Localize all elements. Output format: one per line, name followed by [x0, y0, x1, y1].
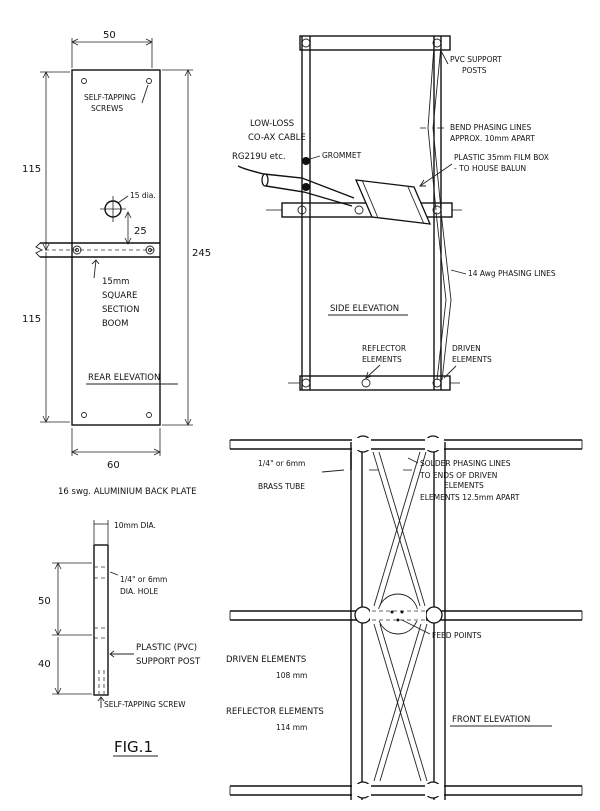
film-box-label-2: - TO HOUSE BALUN: [454, 164, 526, 173]
boom-bolt-icon: [145, 245, 155, 255]
back-plate: [71, 69, 161, 426]
brass-tube-label-2: BRASS TUBE: [258, 482, 305, 491]
feed-point-icon: [390, 610, 394, 614]
dim-115-bottom: 115: [22, 314, 41, 325]
reflector-label-2: ELEMENTS: [362, 355, 402, 364]
driven-label-1: DRIVEN: [452, 344, 481, 353]
driven-label-2: ELEMENTS: [452, 355, 492, 364]
reflector-label-1: REFLECTOR: [362, 344, 406, 353]
post-dia-label: 10mm DIA.: [114, 521, 156, 530]
support-post-detail: 10mm DIA. 1/4" or 6mm DIA. HOLE 50 40 PL…: [38, 520, 201, 757]
dim-245: 245: [192, 248, 211, 259]
dim-115-top: 115: [22, 164, 41, 175]
coax-label-2: CO-AX CABLE: [248, 133, 306, 143]
pvc-post: [93, 544, 109, 696]
feed-points-label: FEED POINTS: [432, 631, 482, 640]
post-screw-label: SELF-TAPPING SCREW: [104, 700, 186, 709]
screw-hole-icon: [146, 78, 152, 84]
front-elevation: 1/4" or 6mm BRASS TUBE SOLDER PHASING LI…: [226, 435, 583, 800]
post-label-1: PLASTIC (PVC): [136, 643, 197, 653]
solder-label-2: TO ENDS OF DRIVEN: [419, 471, 497, 480]
phasing-lines-label: 14 Awg PHASING LINES: [468, 269, 556, 278]
bend-label-1: BEND PHASING LINES: [450, 123, 531, 132]
dim-25: 25: [134, 226, 147, 237]
boom-label-1: 15mm: [102, 277, 129, 287]
self-tapping-label-2: SCREWS: [91, 104, 123, 113]
feed-point-icon: [400, 610, 404, 614]
coax-cable: [237, 165, 355, 199]
plate-caption: 16 swg. ALUMINIUM BACK PLATE: [58, 487, 197, 497]
bend-label-2: APPROX. 10mm APART: [450, 134, 535, 143]
side-elevation: PVC SUPPORT POSTS BEND PHASING LINES APP…: [232, 35, 556, 391]
boom-bolt-icon: [72, 245, 82, 255]
rear-width-bottom: 60: [107, 460, 120, 471]
screw-hole-icon: [146, 412, 152, 418]
elements-apart-label: ELEMENTS 12.5mm APART: [420, 493, 520, 502]
boom-label-2: SQUARE: [102, 291, 137, 301]
rear-elevation: 50 SELF-TAPPING SCREWS 115 115 245 1: [22, 30, 211, 497]
grommet-icon: [302, 157, 310, 165]
post-label-2: SUPPORT POST: [136, 657, 201, 667]
rear-width-top: 50: [103, 30, 116, 41]
pvc-posts-label-1: PVC SUPPORT: [450, 55, 502, 64]
post-dim-40: 40: [38, 659, 51, 670]
front-elevation-title: FRONT ELEVATION: [452, 715, 530, 725]
boom-label-3: SECTION: [102, 305, 139, 315]
driven-elements-label: DRIVEN ELEMENTS: [226, 655, 306, 665]
grommet-label: GROMMET: [322, 151, 362, 160]
reflector-elements-label: REFLECTOR ELEMENTS: [226, 707, 324, 717]
post-hole-label-1: 1/4" or 6mm: [120, 575, 167, 584]
driven-elements-length: 108 mm: [276, 671, 307, 680]
boom-label-4: BOOM: [102, 319, 128, 329]
film-box-label-1: PLASTIC 35mm FILM BOX: [454, 153, 549, 162]
pvc-posts-label-2: POSTS: [462, 66, 487, 75]
post-dim-50: 50: [38, 596, 51, 607]
figure-label: FIG.1: [114, 738, 153, 756]
coax-label-3: RG219U etc.: [232, 152, 286, 162]
brass-tube-label-1: 1/4" or 6mm: [258, 459, 305, 468]
solder-label-1: SOLDER PHASING LINES: [420, 459, 511, 468]
side-elevation-title: SIDE ELEVATION: [330, 304, 399, 314]
pvc-post-top: [299, 35, 451, 51]
post-hole-label-2: DIA. HOLE: [120, 587, 158, 596]
rear-elevation-title: REAR ELEVATION: [88, 373, 160, 383]
pvc-post-bottom: [299, 375, 451, 391]
coax-label-1: LOW-LOSS: [250, 119, 294, 129]
reflector-elements-length: 114 mm: [276, 723, 307, 732]
solder-label-3: ELEMENTS: [444, 481, 484, 490]
self-tapping-label-1: SELF-TAPPING: [84, 93, 136, 102]
hole-dia-label: 15 dia.: [130, 191, 156, 200]
screw-hole-icon: [81, 78, 87, 84]
balun-film-box: [354, 179, 432, 225]
screw-hole-icon: [81, 412, 87, 418]
